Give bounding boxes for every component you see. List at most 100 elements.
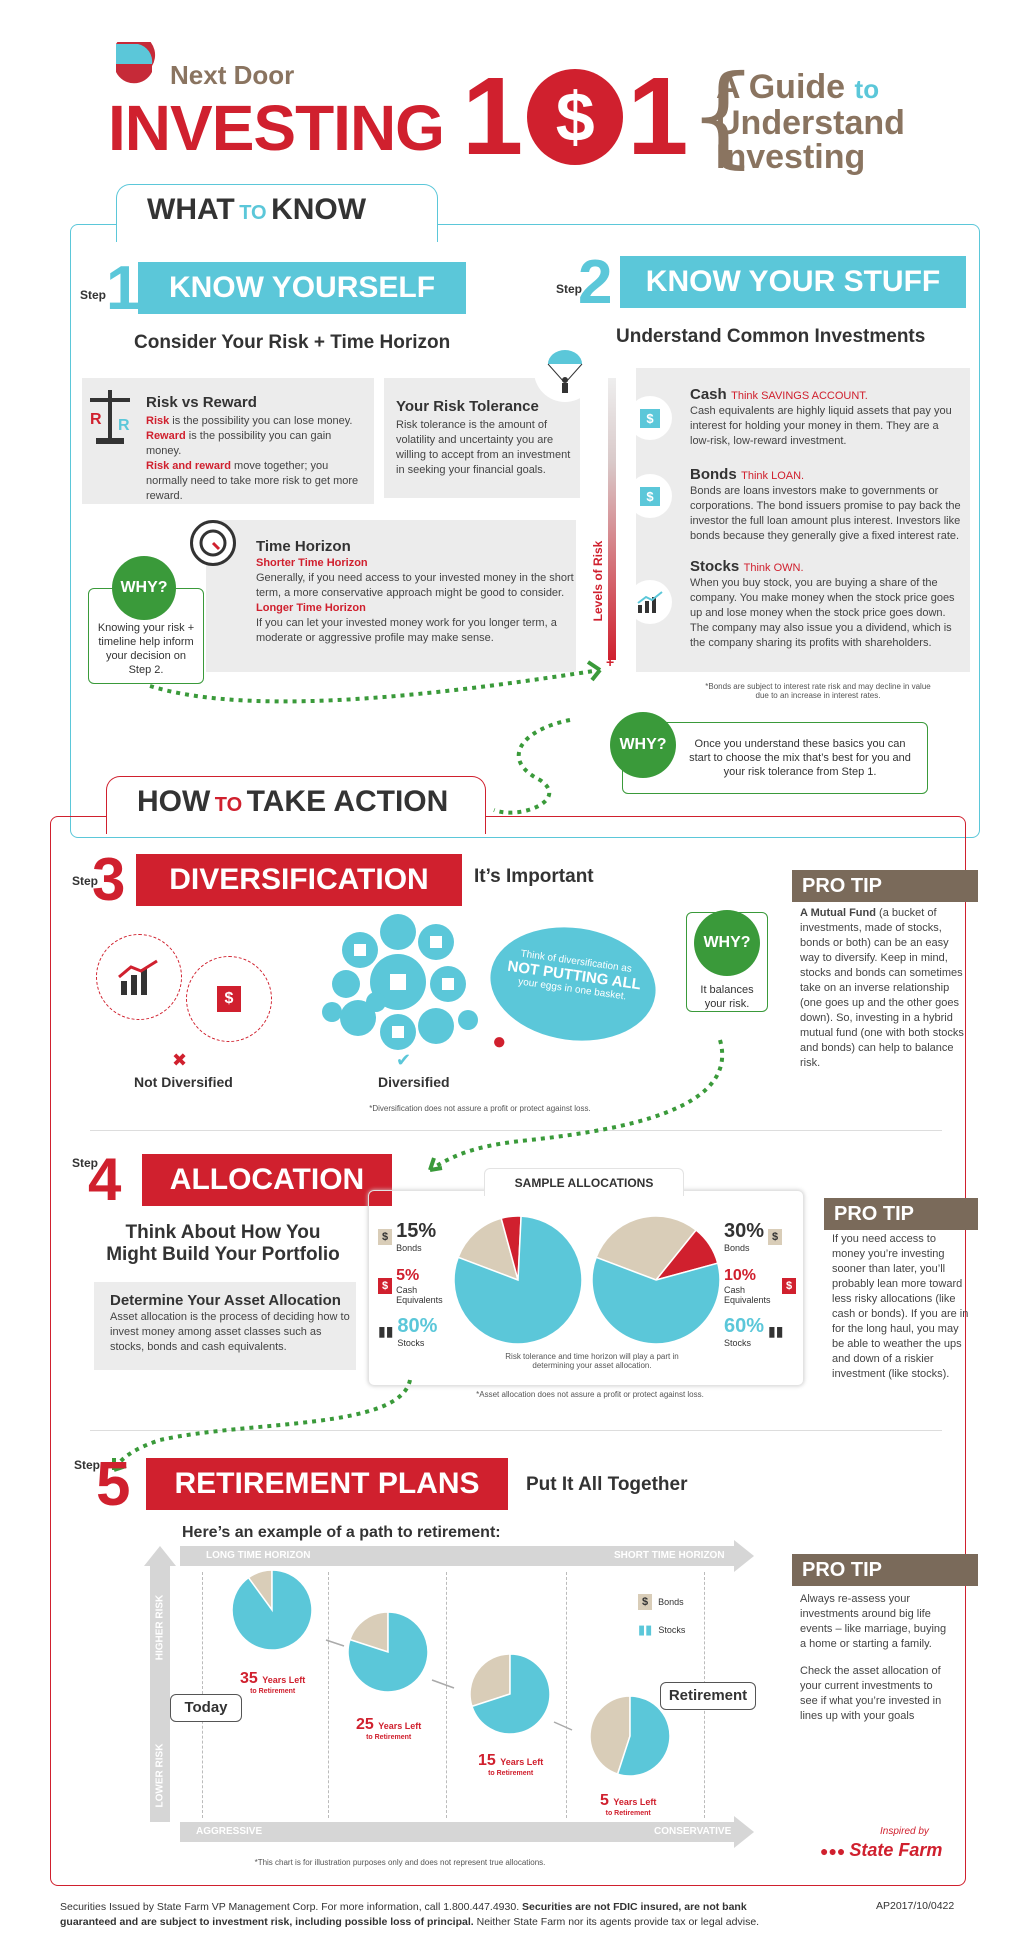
how-to-frame: [50, 816, 966, 1886]
step3-subtitle: It’s Important: [474, 866, 594, 887]
right-label-1: Cash Equivalents: [724, 1285, 771, 1305]
guide-line-c: Investing: [716, 138, 866, 176]
bonds-think: Think LOAN.: [741, 470, 805, 482]
chicken-icon: ●: [492, 1028, 507, 1055]
htta-to: TO: [214, 794, 243, 816]
step5-subtitle: Put It All Together: [526, 1474, 688, 1495]
stocks-icon: [628, 580, 672, 624]
protip3-text-2: Check the asset allocation of your curre…: [800, 1665, 942, 1722]
top-axis-bar: [180, 1546, 736, 1566]
stage-num-3: 5: [600, 1792, 609, 1809]
step1-num: 1: [106, 254, 141, 323]
left-label-0: Bonds: [396, 1243, 422, 1253]
protip2-head: PRO TIP: [824, 1198, 978, 1230]
rr-label: Risk and reward: [146, 460, 231, 472]
step1-word: Step: [80, 288, 107, 302]
connector-1: [149, 660, 602, 815]
bottom-axis-bar: [180, 1822, 736, 1842]
left-pct-0: 15%: [396, 1220, 437, 1242]
stage-a-1: Years Left: [378, 1721, 422, 1731]
step5-word: Step: [74, 1458, 101, 1472]
determine-text: Asset allocation is the process of decid…: [110, 1311, 350, 1353]
statefarm-rings-icon: ●●●: [820, 1842, 846, 1859]
not-diversified-circle-1: [96, 934, 182, 1020]
step1-ribbon: KNOW YOURSELF: [138, 262, 466, 314]
risk-reward-box: [82, 378, 374, 504]
guide-line-a: A Guide: [716, 68, 846, 106]
bottom-axis-arrow-icon: [734, 1816, 754, 1848]
today-bubble: Today: [170, 1694, 242, 1722]
time-horizon-title: Time Horizon: [256, 538, 351, 555]
risk-meter-plus-icon: +: [606, 654, 615, 670]
left-pie-bonds-slice: [457, 1217, 520, 1282]
stage-3-bonds-slice: [589, 1695, 631, 1775]
left-alloc-labels: $ 15%Bonds $ 5%Cash Equivalents ▮▮ 80%St…: [378, 1220, 468, 1348]
why1-circle: WHY?: [112, 556, 176, 620]
protip1-text: A Mutual Fund (a bucket of investments, …: [800, 906, 970, 1071]
stage-b-0: to Retirement: [250, 1688, 296, 1695]
wtk-a: WHAT: [147, 193, 235, 226]
risk-reward-title: Risk vs Reward: [146, 394, 257, 411]
think-b: Might Build Your Portfolio: [106, 1244, 340, 1265]
bonds-doc-icon: $: [378, 1228, 393, 1245]
conservative: CONSERVATIVE: [654, 1826, 732, 1837]
how-to-title: HOW TO TAKE ACTION: [106, 776, 486, 834]
guide-text: A Guide to Understand Investing: [716, 70, 905, 174]
step3-num: 3: [92, 846, 126, 913]
stage-a-2: Years Left: [500, 1757, 544, 1767]
statefarm-logo: ●●● State Farm: [820, 1840, 942, 1861]
stage-2-stocks-slice: [471, 1653, 551, 1735]
step4-num: 4: [88, 1146, 122, 1213]
right-pie-bonds-slice: [595, 1215, 698, 1281]
step5-num: 5: [96, 1450, 131, 1519]
cash-text: Cash equivalents are highly liquid asset…: [690, 405, 952, 447]
today-label: Today: [184, 1699, 228, 1716]
short-horizon: SHORT TIME HORIZON: [614, 1550, 725, 1561]
investments-box: [636, 368, 970, 672]
stage-b-3: to Retirement: [605, 1810, 651, 1817]
right-pct-2: 60%: [724, 1315, 765, 1337]
left-pie-stocks-slice: [453, 1215, 583, 1345]
step5-ribbon: RETIREMENT PLANS: [146, 1458, 508, 1510]
stage-b-1: to Retirement: [366, 1734, 412, 1741]
legend: $ Bonds ▮▮ Stocks: [638, 1594, 685, 1638]
stage-num-2: 15: [478, 1752, 496, 1769]
diversified-bubbles: [322, 914, 478, 1050]
guide-line-b: Understand: [716, 104, 905, 142]
right-pie-stocks-slice: [591, 1256, 721, 1345]
tolerance-box: [384, 378, 580, 498]
bond-doc-icon: $: [216, 986, 242, 1012]
not-diversified-circle-2: $: [186, 956, 272, 1042]
sample-tab: SAMPLE ALLOCATIONS: [484, 1168, 684, 1196]
not-diversified-x-icon: ✖: [172, 1050, 188, 1070]
left-axis-bar: [150, 1566, 170, 1822]
legend-bonds: Bonds: [658, 1597, 684, 1607]
left-label-2: Stocks: [397, 1338, 425, 1348]
step2-ribbon: KNOW YOUR STUFF: [620, 256, 966, 308]
brand-logo-icon: [112, 33, 156, 88]
stocks-think: Think OWN.: [743, 562, 804, 574]
long-text: If you can let your invested money work …: [256, 617, 557, 644]
title-one-b: 1: [627, 55, 689, 178]
stage-a-3: Years Left: [613, 1797, 657, 1807]
tolerance-title: Your Risk Tolerance: [396, 398, 539, 415]
why3-text: It balances your risk.: [700, 984, 754, 1010]
stock-chart-icon-r: ▮▮: [768, 1323, 784, 1339]
footer-text: Securities Issued by State Farm VP Manag…: [60, 1900, 820, 1930]
htta-b: TAKE ACTION: [246, 785, 449, 818]
rr-text: move together; you normally need to take…: [146, 460, 359, 502]
right-label-0: Bonds: [724, 1243, 750, 1253]
cash-heading: Cash Think SAVINGS ACCOUNT.: [690, 386, 868, 404]
wtk-to: TO: [239, 202, 267, 224]
cash-badge-icon: $: [378, 1278, 393, 1294]
determine-box: [94, 1282, 356, 1370]
svg-text:R: R: [90, 411, 102, 428]
lower-risk: LOWER RISK: [154, 1743, 166, 1808]
risk-label: Risk: [146, 415, 170, 427]
protip1-lead: A Mutual Fund: [800, 907, 876, 919]
short-label: Shorter Time Horizon: [256, 557, 368, 569]
long-horizon: LONG TIME HORIZON: [206, 1550, 311, 1561]
brace: {: [688, 51, 758, 179]
step1-subtitle: Consider Your Risk + Time Horizon: [134, 332, 451, 353]
footer-code: AP2017/10/0422: [876, 1900, 955, 1912]
